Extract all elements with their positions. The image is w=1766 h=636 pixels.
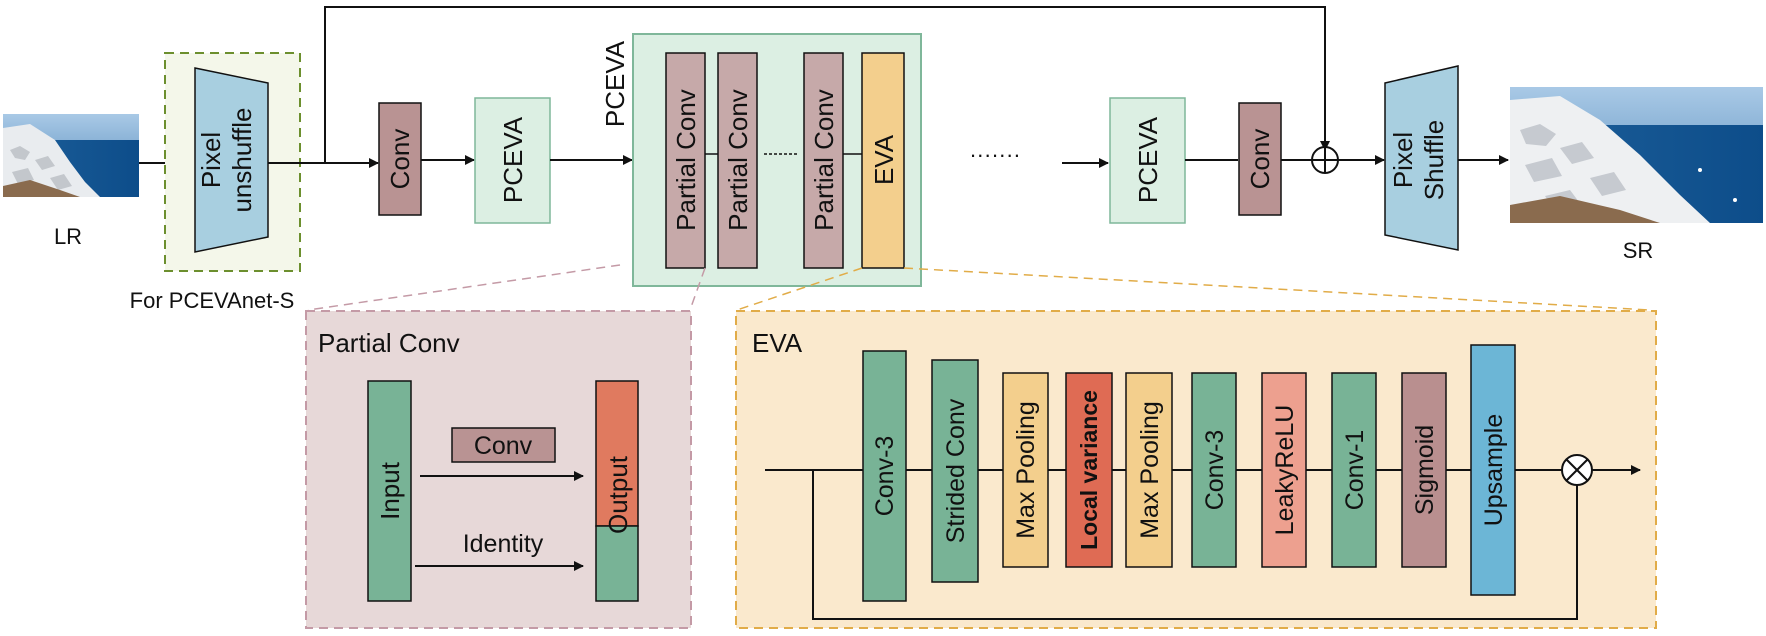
- eva-block-leaky-relu-label: LeakyReLU: [1271, 405, 1299, 536]
- eva-block-strided-conv-label: Strided Conv: [942, 398, 970, 543]
- partial-conv-block-2: [717, 52, 758, 269]
- eva-block-conv1: [1331, 372, 1377, 568]
- eva-residual-path: [812, 470, 1578, 620]
- pc-conv-block: [451, 427, 556, 463]
- pceva-block-last-label: PCEVA: [1133, 116, 1163, 203]
- eva-block-conv3-b: [1191, 372, 1237, 568]
- pceva-expanded-title: PCEVA: [600, 40, 630, 127]
- eva-block-conv1-label: Conv-1: [1341, 430, 1369, 511]
- eva-block: [861, 52, 905, 269]
- continuation-dots: ·······: [969, 142, 1020, 167]
- conv-block-first: [378, 102, 422, 216]
- zoom-line-partial-right: [689, 267, 706, 311]
- pixel-unshuffle-label-1: Pixel: [196, 132, 226, 188]
- eva-block-sigmoid-label: Sigmoid: [1411, 425, 1439, 515]
- partial-conv-block-n-label: Partial Conv: [809, 89, 839, 231]
- partial-conv-block-1: [665, 52, 706, 269]
- eva-block-local-variance-label: Local variance: [1076, 390, 1102, 550]
- eva-block-label: EVA: [869, 134, 899, 185]
- eva-block-maxpool-b: [1125, 372, 1173, 568]
- eva-block-maxpool-a-label: Max Pooling: [1012, 401, 1040, 539]
- eva-block-conv3-a: [862, 350, 907, 602]
- pixel-unshuffle-block: [194, 67, 269, 253]
- zoom-line-partial-left: [307, 264, 621, 311]
- zoom-line-eva-right: [903, 267, 1651, 311]
- eva-block-local-variance: [1065, 372, 1113, 568]
- pc-input-label: Input: [375, 461, 405, 520]
- sr-image: [1510, 87, 1763, 223]
- eva-block-maxpool-b-label: Max Pooling: [1136, 401, 1164, 539]
- global-skip-connection: [324, 6, 1330, 163]
- eva-block-maxpool-a: [1002, 372, 1049, 568]
- sr-label: SR: [1623, 238, 1654, 263]
- conv-block-last-label: Conv: [1245, 129, 1275, 190]
- eva-block-leaky-relu: [1261, 372, 1307, 568]
- conv-block-first-label: Conv: [385, 129, 415, 190]
- add-operator: [1311, 146, 1339, 174]
- partial-conv-block-1-label: Partial Conv: [671, 89, 701, 231]
- eva-block-conv3-a-label: Conv-3: [871, 436, 899, 517]
- eva-block-strided-conv: [931, 359, 979, 583]
- pc-output-bottom: [595, 525, 639, 602]
- pc-identity-label: Identity: [463, 530, 544, 558]
- eva-block-upsample: [1470, 344, 1516, 596]
- multiply-operator: [1561, 454, 1593, 486]
- partial-conv-panel-title: Partial Conv: [318, 328, 460, 358]
- lr-image: [3, 114, 139, 197]
- pceva-block-first-label: PCEVA: [498, 116, 528, 203]
- eva-block-conv3-b-label: Conv-3: [1201, 430, 1229, 511]
- zoom-line-eva-left: [736, 267, 863, 311]
- partial-conv-block-n: [803, 52, 844, 269]
- eva-panel-title: EVA: [752, 328, 803, 358]
- pc-output-top: [595, 380, 639, 527]
- pixel-unshuffle-label-2: unshuffle: [227, 107, 257, 212]
- partial-conv-block-2-label: Partial Conv: [723, 89, 753, 231]
- pixel-shuffle-label-1: Pixel: [1388, 132, 1418, 188]
- eva-block-upsample-label: Upsample: [1480, 414, 1508, 527]
- pixel-shuffle-label-2: Shuffle: [1419, 120, 1449, 200]
- pc-conv-label: Conv: [474, 432, 533, 460]
- pc-input-block: [367, 380, 412, 602]
- lr-label: LR: [54, 224, 82, 249]
- pc-output-label: Output: [603, 455, 633, 534]
- eva-block-sigmoid: [1401, 372, 1447, 568]
- pceva-block-last: [1109, 97, 1186, 224]
- conv-block-last: [1238, 102, 1282, 216]
- for-variant-label: For PCEVAnet-S: [130, 288, 295, 313]
- pixel-shuffle-block: [1384, 65, 1459, 251]
